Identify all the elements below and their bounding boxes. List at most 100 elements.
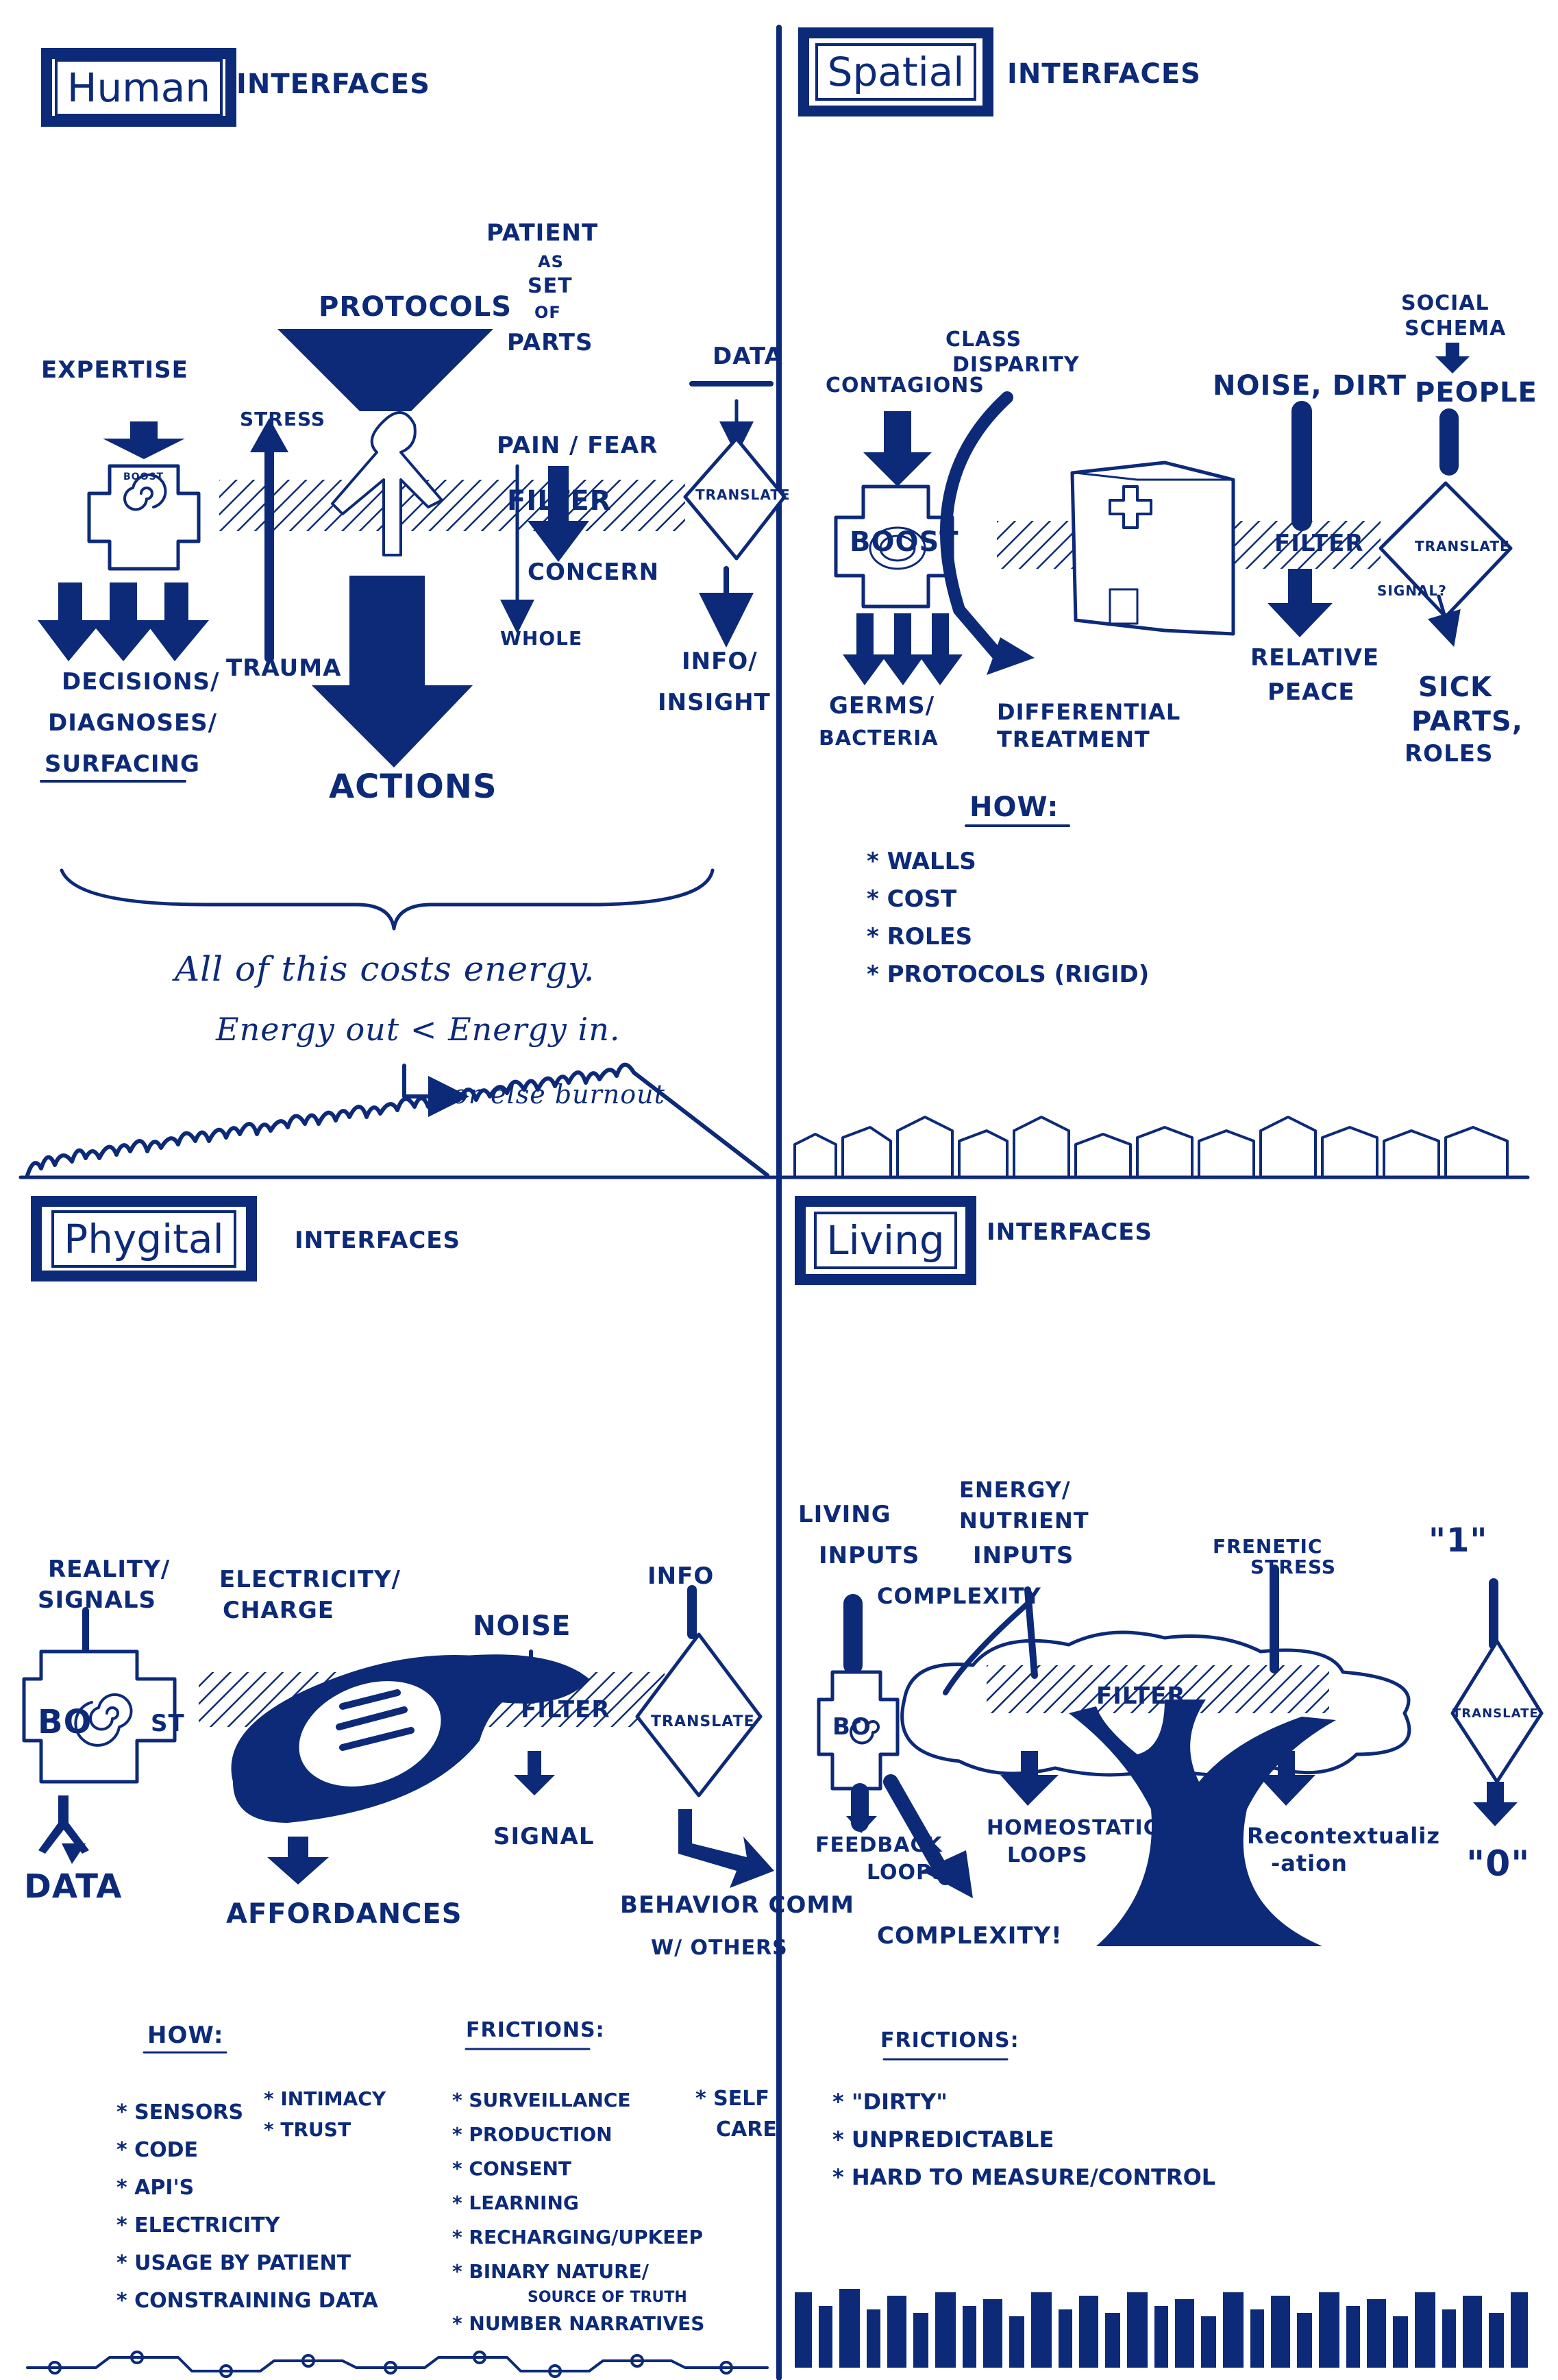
houses-border — [793, 1116, 1509, 1177]
spatial-how-label: How: — [969, 792, 1059, 823]
phygital-boost-cross — [22, 1649, 177, 1784]
living-boost-cross — [817, 1670, 900, 1791]
label-protocols: Protocols — [319, 291, 512, 323]
circuit-border — [26, 2351, 769, 2378]
how-apis: * API's — [116, 2176, 195, 2200]
label-patient-set: set — [528, 274, 573, 298]
living-frictions-list: * "Dirty" * Unpredictable * Hard to meas… — [832, 2083, 1215, 2196]
how-intimacy: * Intimacy — [264, 2087, 386, 2110]
friction-surveillance: * Surveillance — [452, 2089, 631, 2111]
phygital-translate-diamond — [635, 1632, 763, 1798]
friction-consent: * Consent — [452, 2157, 572, 2180]
blocks-border — [795, 2289, 1528, 2368]
energy-line-2: Energy out < Energy in. — [216, 1011, 621, 1048]
label-patient-as: as — [538, 252, 564, 271]
spatial-boost-cross — [834, 484, 954, 609]
label-living-filter: Filter — [1096, 1682, 1186, 1710]
label-phygital-filter: Filter — [521, 1696, 610, 1723]
label-decisions-2: Diagnoses/ — [48, 709, 218, 737]
label-affordances: Affordances — [226, 1898, 462, 1930]
label-patient-parts: parts — [507, 329, 593, 356]
label-actions: Actions — [329, 768, 497, 806]
label-with-others: w/ others — [651, 1936, 788, 1960]
label-patient-of: of — [534, 303, 561, 322]
label-recontext: Recontextualiz — [1247, 1823, 1440, 1849]
label-feedback: Feedback — [815, 1833, 943, 1857]
label-spatial-boost: Boost — [850, 526, 959, 558]
label-decisions-1: Decisions/ — [62, 668, 220, 696]
label-phygital-translate: Translate — [651, 1713, 755, 1730]
phygital-how-label: How: — [147, 2022, 224, 2049]
wearable-device — [231, 1654, 589, 1823]
spatial-subtitle: Interfaces — [1007, 58, 1201, 90]
label-expertise: Expertise — [41, 356, 188, 384]
label-contagions: Contagions — [826, 373, 985, 397]
label-differential: Differential — [997, 699, 1181, 725]
living-subtitle: Interfaces — [987, 1218, 1153, 1246]
label-loops: Loops — [867, 1861, 948, 1885]
label-people: People — [1415, 377, 1537, 408]
label-ation: -ation — [1271, 1850, 1348, 1876]
label-living-translate: Translate — [1452, 1706, 1539, 1721]
label-phygital-signal: Signal — [493, 1823, 595, 1850]
label-parts: Parts, — [1411, 706, 1523, 737]
label-complexity-2: Complexity! — [877, 1922, 1063, 1950]
friction-care: care — [716, 2118, 777, 2142]
spatial-how-list: * Walls * Cost * Roles * Protocols (rigi… — [867, 843, 1149, 994]
label-roles: Roles — [1405, 740, 1494, 768]
label-disparity: Disparity — [952, 353, 1080, 377]
how-sensors: * Sensors — [116, 2100, 244, 2124]
phygital-subtitle: Interfaces — [295, 1227, 461, 1254]
label-human-translate: Translate — [695, 487, 791, 503]
label-human-data: Data — [713, 343, 783, 370]
label-germs: Germs/ — [829, 692, 935, 720]
friction-unpredictable: * Unpredictable — [832, 2126, 1054, 2152]
label-noise: Noise — [473, 1610, 571, 1642]
label-human-boost: Boost — [123, 471, 164, 482]
protocols-funnel — [277, 329, 493, 411]
human-title-box: Human — [41, 48, 236, 127]
actions-arrow — [312, 576, 473, 768]
human-filter-band — [219, 480, 685, 531]
how-trust: * Trust — [264, 2118, 351, 2141]
label-sick: Sick — [1418, 672, 1493, 703]
label-noise-dirt: Noise, Dirt — [1213, 370, 1407, 402]
how-roles: * Roles — [867, 923, 973, 950]
friction-learning: * Learning — [452, 2192, 579, 2214]
label-signal: Signal? — [1377, 582, 1447, 599]
spatial-title: Spatial — [815, 43, 977, 101]
hospital-building — [1070, 461, 1235, 636]
how-walls: * Walls — [867, 848, 976, 875]
label-phygital-info: Info — [647, 1562, 715, 1590]
how-protocols: * Protocols (rigid) — [867, 961, 1150, 988]
living-title: Living — [814, 1212, 957, 1269]
label-energy: Energy/ — [959, 1477, 1071, 1503]
label-spatial-filter: Filter — [1274, 530, 1364, 557]
how-code: * Code — [116, 2138, 199, 2162]
friction-source: source of truth — [528, 2289, 687, 2306]
friction-self: * Self — [695, 2087, 769, 2111]
label-human-filter: Filter — [507, 485, 612, 517]
label-nutrient: Nutrient — [959, 1508, 1089, 1534]
label-phygital-data: Data — [24, 1867, 123, 1906]
energy-line-1: All of this costs energy. — [175, 949, 595, 989]
label-pain-fear: Pain / Fear — [497, 432, 658, 459]
label-living: Living — [798, 1501, 891, 1528]
label-stress: Stress — [240, 408, 326, 430]
phygital-how-list: * Sensors * Code * API's * Electricity *… — [116, 2094, 378, 2320]
label-frenetic: Frenetic — [1213, 1535, 1323, 1558]
friction-dirty: * "Dirty" — [832, 2089, 948, 2115]
phygital-frictions-label: Frictions: — [466, 2018, 605, 2042]
human-boost-cross — [87, 464, 201, 571]
label-relative: Relative — [1250, 644, 1380, 672]
label-one: "1" — [1429, 1521, 1488, 1560]
label-insight: Insight — [658, 689, 771, 716]
friction-production: * Production — [452, 2123, 613, 2146]
label-schema: Schema — [1405, 317, 1507, 341]
label-complexity: Complexity — [877, 1583, 1041, 1609]
phygital-frictions-list: * Surveillance * Production * Consent * … — [452, 2083, 704, 2341]
label-boost-bo: Bo — [38, 1703, 92, 1741]
label-peace: Peace — [1268, 678, 1355, 706]
friction-recharging: * Recharging/upkeep — [452, 2226, 704, 2248]
